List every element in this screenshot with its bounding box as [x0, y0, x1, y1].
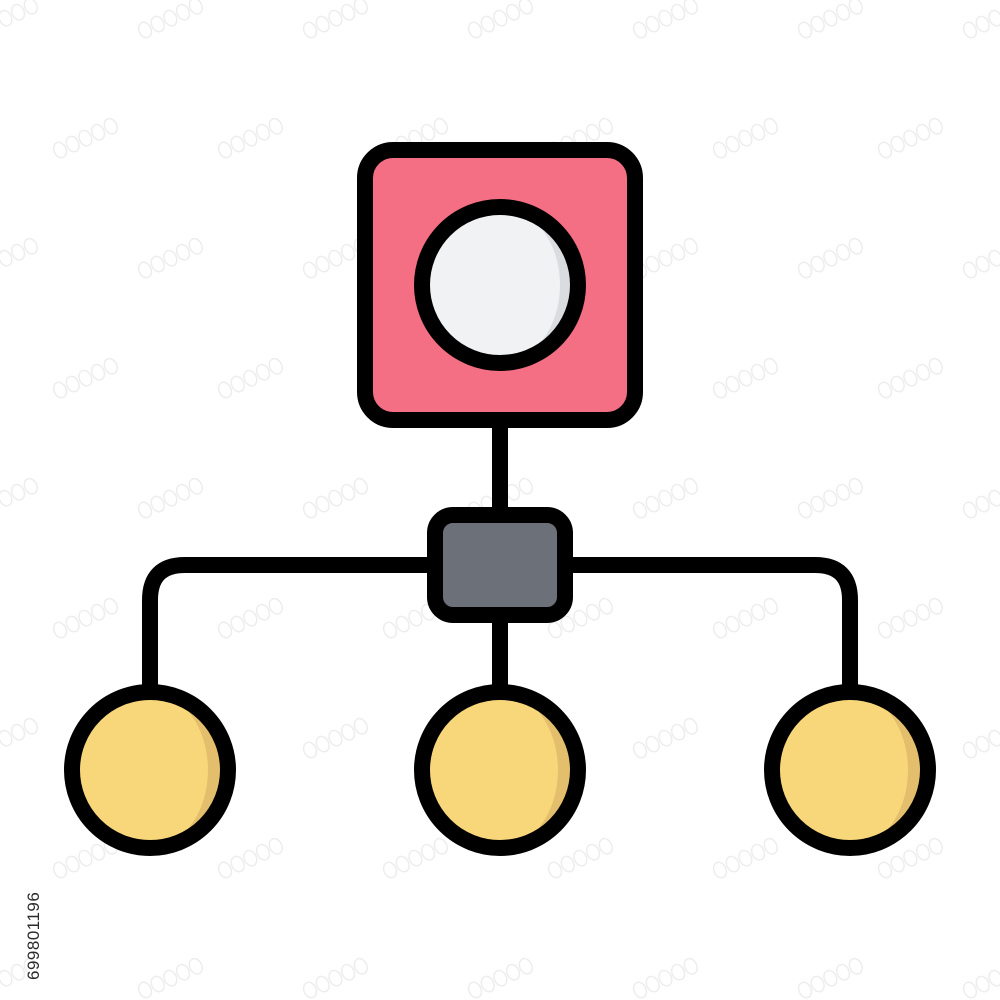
root-node — [357, 142, 643, 428]
root-circle-outline — [414, 199, 586, 371]
connector-lines — [142, 412, 858, 698]
leaf-node-left — [64, 684, 236, 856]
root-circle-fill — [422, 207, 578, 363]
stock-id-label: 699801196 — [24, 891, 43, 980]
leaf-node-right — [764, 684, 936, 856]
connector-hub-to-left-leaf — [142, 557, 443, 698]
connector-hub-to-right-leaf — [557, 557, 858, 698]
hub-node — [427, 507, 573, 623]
leaf-node-center — [414, 684, 586, 856]
